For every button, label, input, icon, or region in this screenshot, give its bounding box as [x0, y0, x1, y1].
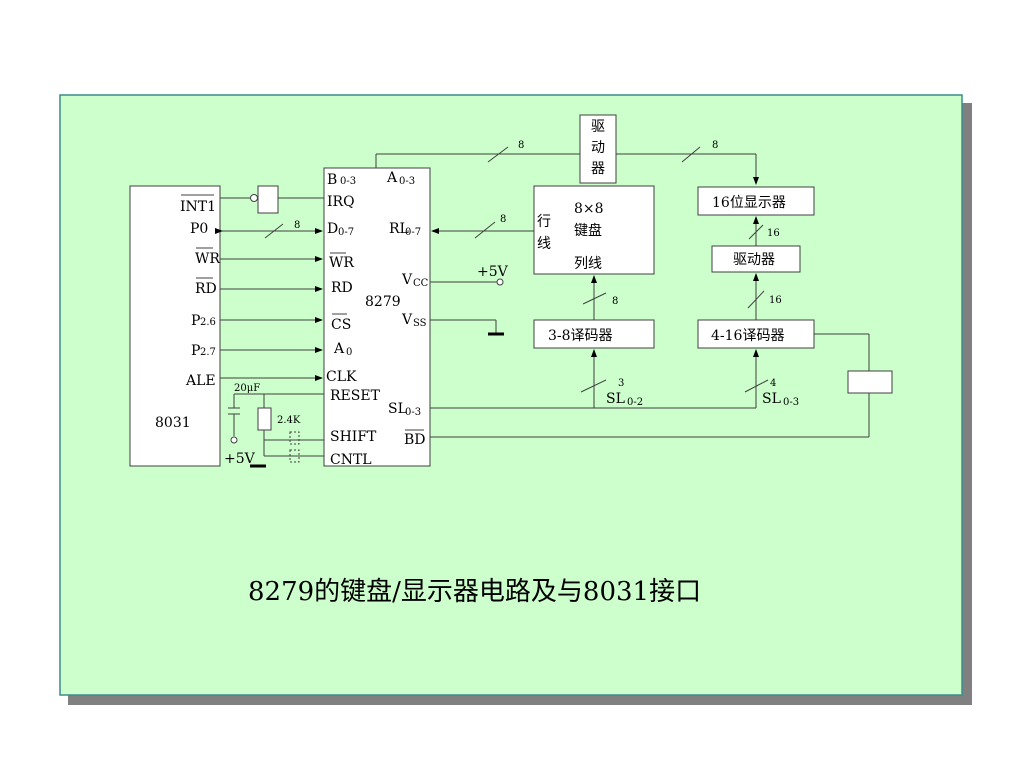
pin-rd-8279-label: RD	[331, 280, 353, 296]
chip-8031-name: 8031	[155, 415, 191, 431]
pin-clk-label: CLK	[326, 369, 357, 385]
pin-irq-label: IRQ	[327, 194, 355, 210]
disp-top-width: 16	[767, 228, 780, 239]
sl02-sub: 0-2	[627, 397, 643, 408]
pin-a0-label: A	[333, 341, 345, 357]
pin-bd-label: BD	[404, 432, 426, 448]
keyboard-name-label: 键盘	[574, 222, 602, 239]
display-label: 16位显示器	[712, 195, 786, 211]
scan-bus-wires: 3 SL 0-2 4 SL 0-3	[430, 349, 799, 409]
diagram-title: 8279的键盘/显示器电路及与8031接口	[248, 577, 701, 607]
top-bus-wires: 8 8	[375, 140, 759, 185]
pin-wr-8279-label: WR	[329, 255, 354, 271]
pin-vss-sub: SS	[413, 318, 427, 329]
pin-b-label: B	[327, 172, 337, 188]
dec38-input-width: 3	[618, 378, 624, 389]
top-driver-char-1: 驱	[591, 119, 605, 135]
decoder-4-16-block: 4-16译码器	[697, 319, 815, 349]
inverter-gate	[257, 185, 279, 214]
disp-bottom-width: 16	[769, 295, 782, 306]
pin-vcc-sub: CC	[413, 278, 429, 289]
data-bus-width: 8	[294, 220, 300, 231]
keyboard-matrix-block: 8×8 键盘 行 线 列线	[533, 185, 655, 275]
pin-rl-label: RL	[389, 221, 409, 237]
chip-8031: INT1 P0 WR RD P 2.6 P 2.7 ALE 8031	[129, 185, 221, 467]
top-driver-char-2: 动	[591, 140, 605, 156]
pin-p26-label: P	[191, 313, 200, 329]
top-driver-block: 驱 动 器	[579, 114, 617, 184]
pin-wr-label: WR	[195, 251, 220, 267]
display-driver-block: 驱动器	[711, 245, 801, 273]
top-right-bus-width: 8	[712, 140, 718, 151]
pin-a03-label: A	[386, 170, 398, 186]
pin-shift-label: SHIFT	[330, 429, 377, 445]
display-chain-wires: 16 16	[747, 216, 782, 320]
pin-sl-sub: 0-3	[405, 407, 421, 418]
pin-d-label: D	[327, 221, 338, 237]
display-block: 16位显示器	[697, 186, 815, 216]
cpu-interface-wires: 8 20μF 2.4K +5V	[215, 185, 324, 468]
row-line-label-1: 行	[537, 214, 551, 230]
dec416-input-width: 4	[770, 378, 776, 389]
pin-p0-label: P0	[190, 221, 208, 237]
pin-p27-label: P	[191, 343, 200, 359]
pin-cs-label: CS	[331, 317, 351, 333]
resistor-label: 2.4K	[277, 415, 301, 426]
pin-a03-sub: 0-3	[399, 176, 415, 187]
pin-p27-sub: 2.7	[200, 347, 216, 358]
sl02-label: SL	[606, 391, 625, 407]
pin-a0-sub: 0	[346, 347, 352, 358]
pin-ale-label: ALE	[185, 373, 216, 389]
decoder-3-8-label: 3-8译码器	[548, 328, 613, 344]
pin-d-sub: 0-7	[338, 227, 354, 238]
chip-8279: B 0-3 IRQ D 0-7 WR RD CS A 0 CLK RESET S…	[323, 167, 431, 468]
col-line-label: 列线	[574, 256, 602, 272]
sl03-sub: 0-3	[783, 397, 799, 408]
resistor	[257, 407, 272, 431]
pin-reset-label: RESET	[330, 388, 381, 404]
pin-sl-label: SL	[388, 401, 407, 417]
row-line-label-2: 线	[537, 236, 551, 252]
pin-rl-sub: 0-7	[405, 227, 421, 238]
pin-p26-sub: 2.6	[200, 317, 216, 328]
plus5v-reset-label: +5V	[224, 451, 256, 467]
rl-bus-width: 8	[500, 214, 506, 225]
pin-vss-label: V	[401, 312, 413, 328]
plus5v-label: +5V	[477, 264, 509, 280]
keyboard-wires: 8 8	[431, 214, 618, 320]
keyboard-size-label: 8×8	[574, 201, 604, 217]
top-left-bus-width: 8	[518, 140, 524, 151]
blanking-gate	[430, 333, 893, 438]
sl03-label: SL	[762, 391, 781, 407]
top-driver-char-3: 器	[591, 161, 605, 177]
col-bus-width: 8	[612, 296, 618, 307]
display-driver-label: 驱动器	[733, 252, 775, 268]
pin-rd-label: RD	[195, 281, 217, 297]
pin-vcc-label: V	[401, 272, 413, 288]
pin-int1-label: INT1	[180, 199, 216, 215]
pin-cntl-label: CNTL	[330, 452, 372, 468]
power-wires: +5V	[430, 264, 509, 336]
capacitor-label: 20μF	[234, 383, 260, 394]
chip-8279-name: 8279	[365, 294, 401, 310]
pin-b-sub: 0-3	[340, 176, 356, 187]
decoder-3-8-block: 3-8译码器	[533, 319, 655, 349]
decoder-4-16-label: 4-16译码器	[711, 328, 784, 344]
